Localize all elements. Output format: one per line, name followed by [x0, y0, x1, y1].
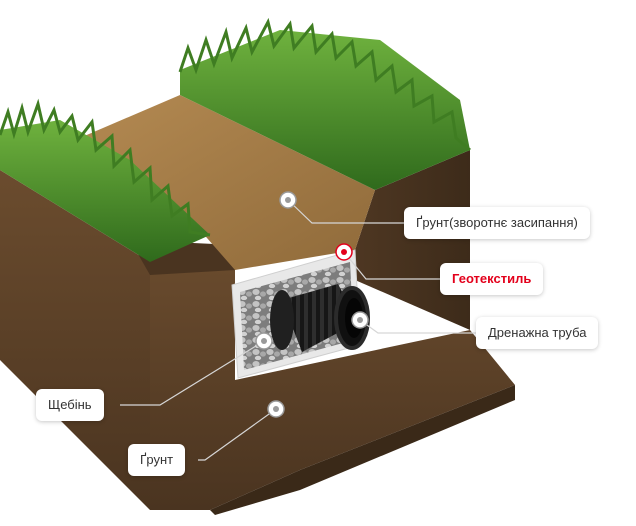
grass-right — [178, 17, 471, 190]
leader-gravel — [120, 340, 265, 406]
label-soil: Ґрунт — [128, 444, 186, 476]
label-backfill: Ґрунт(зворотнє засипання) — [404, 207, 590, 239]
leader-geotextile — [343, 251, 440, 280]
leader-lines — [120, 199, 476, 461]
markers — [255, 191, 369, 418]
label-gravel: Щебінь — [36, 389, 104, 421]
backfill-layer — [75, 95, 375, 270]
leader-backfill — [287, 199, 404, 224]
label-drain-pipe: Дренажна труба — [476, 317, 599, 349]
grass-left — [0, 98, 211, 262]
leader-soil — [198, 408, 277, 461]
label-geotextile: Геотекстиль — [440, 263, 544, 295]
